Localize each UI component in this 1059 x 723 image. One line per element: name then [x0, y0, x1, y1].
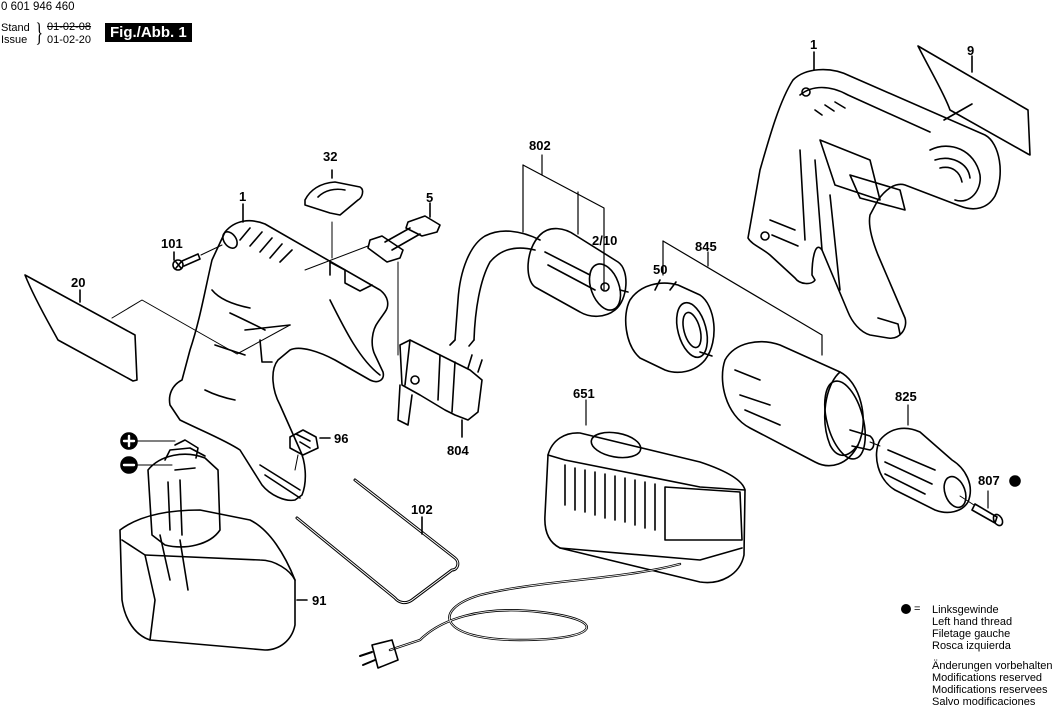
part-label-chuck-screw: 807: [978, 473, 1000, 488]
legend-text: Left hand thread: [932, 616, 1013, 628]
clip: [289, 429, 331, 471]
stand-label: Stand: [1, 22, 30, 34]
part-label-slide-switch: 5: [426, 190, 434, 205]
legend-text: Modifications reserved: [932, 672, 1043, 684]
brace-symbol: }: [35, 18, 43, 47]
figure-label: Fig./Abb. 1: [105, 23, 192, 42]
legend-modifications-block: Änderungen vorbehalten Modifications res…: [915, 660, 1052, 708]
chuck-screw: [959, 475, 1021, 527]
switch-cover: [304, 169, 364, 259]
charger: [544, 399, 746, 584]
part-label-nameplate-left: 20: [71, 275, 86, 290]
superseded-date: 01-02-08: [47, 21, 92, 33]
belt-clip: [295, 478, 460, 605]
legend-text: Filetage gauche: [932, 628, 1011, 640]
part-label-battery-pack: 91: [312, 593, 327, 608]
part-label-chuck: 825: [895, 389, 917, 404]
part-label-motor: 802: [529, 138, 551, 153]
legend-text: Linksgewinde: [932, 604, 999, 616]
part-label-housing-left: 1: [239, 189, 247, 204]
legend-text: Änderungen vorbehalten: [932, 660, 1053, 672]
part-label-belt-clip: 102: [411, 502, 433, 517]
screw: [172, 244, 223, 271]
part-label-clip: 96: [334, 431, 349, 446]
legend: = Linksgewinde Left hand thread Filetage…: [901, 603, 1052, 708]
legend-text: Rosca izquierda: [932, 640, 1011, 652]
part-label-switch: 804: [447, 443, 469, 458]
part-label-housing-right: 1: [810, 37, 818, 52]
left-thread-dot-icon: [901, 604, 911, 614]
part-label-nameplate-right: 9: [967, 43, 975, 58]
motor: [449, 154, 629, 347]
housing-half-right: [747, 68, 1001, 339]
polarity-markers: [120, 432, 176, 474]
gearbox-assembly: [721, 340, 875, 467]
legend-equals: =: [914, 603, 921, 615]
part-label-switch-cover: 32: [323, 149, 338, 164]
nameplate-right: [917, 45, 1031, 156]
legend-text: Salvo modificaciones: [932, 696, 1036, 708]
gear-housing: [624, 240, 823, 374]
charger-cord-and-plug: [359, 562, 682, 669]
part-label-gear-housing: 50: [653, 262, 668, 277]
switch: [397, 339, 483, 438]
nameplate-left: [24, 274, 291, 382]
part-label-screw: 101: [161, 236, 183, 251]
slide-switch: [304, 202, 441, 356]
document-number: 0 601 946 460: [1, 1, 75, 13]
part-label-motor-subassembly: 2/10: [592, 233, 618, 248]
current-date: 01-02-20: [47, 34, 92, 46]
part-label-gearbox-assembly: 845: [695, 239, 717, 254]
part-label-charger: 651: [573, 386, 595, 401]
legend-text: Modifications reservees: [932, 684, 1048, 696]
legend-left-thread-block: = Linksgewinde Left hand thread Filetage…: [901, 603, 1052, 652]
housing-half-left: [168, 219, 389, 502]
battery-pack: [119, 439, 308, 651]
issue-label: Issue: [1, 34, 28, 46]
keyless-chuck: [869, 404, 972, 514]
